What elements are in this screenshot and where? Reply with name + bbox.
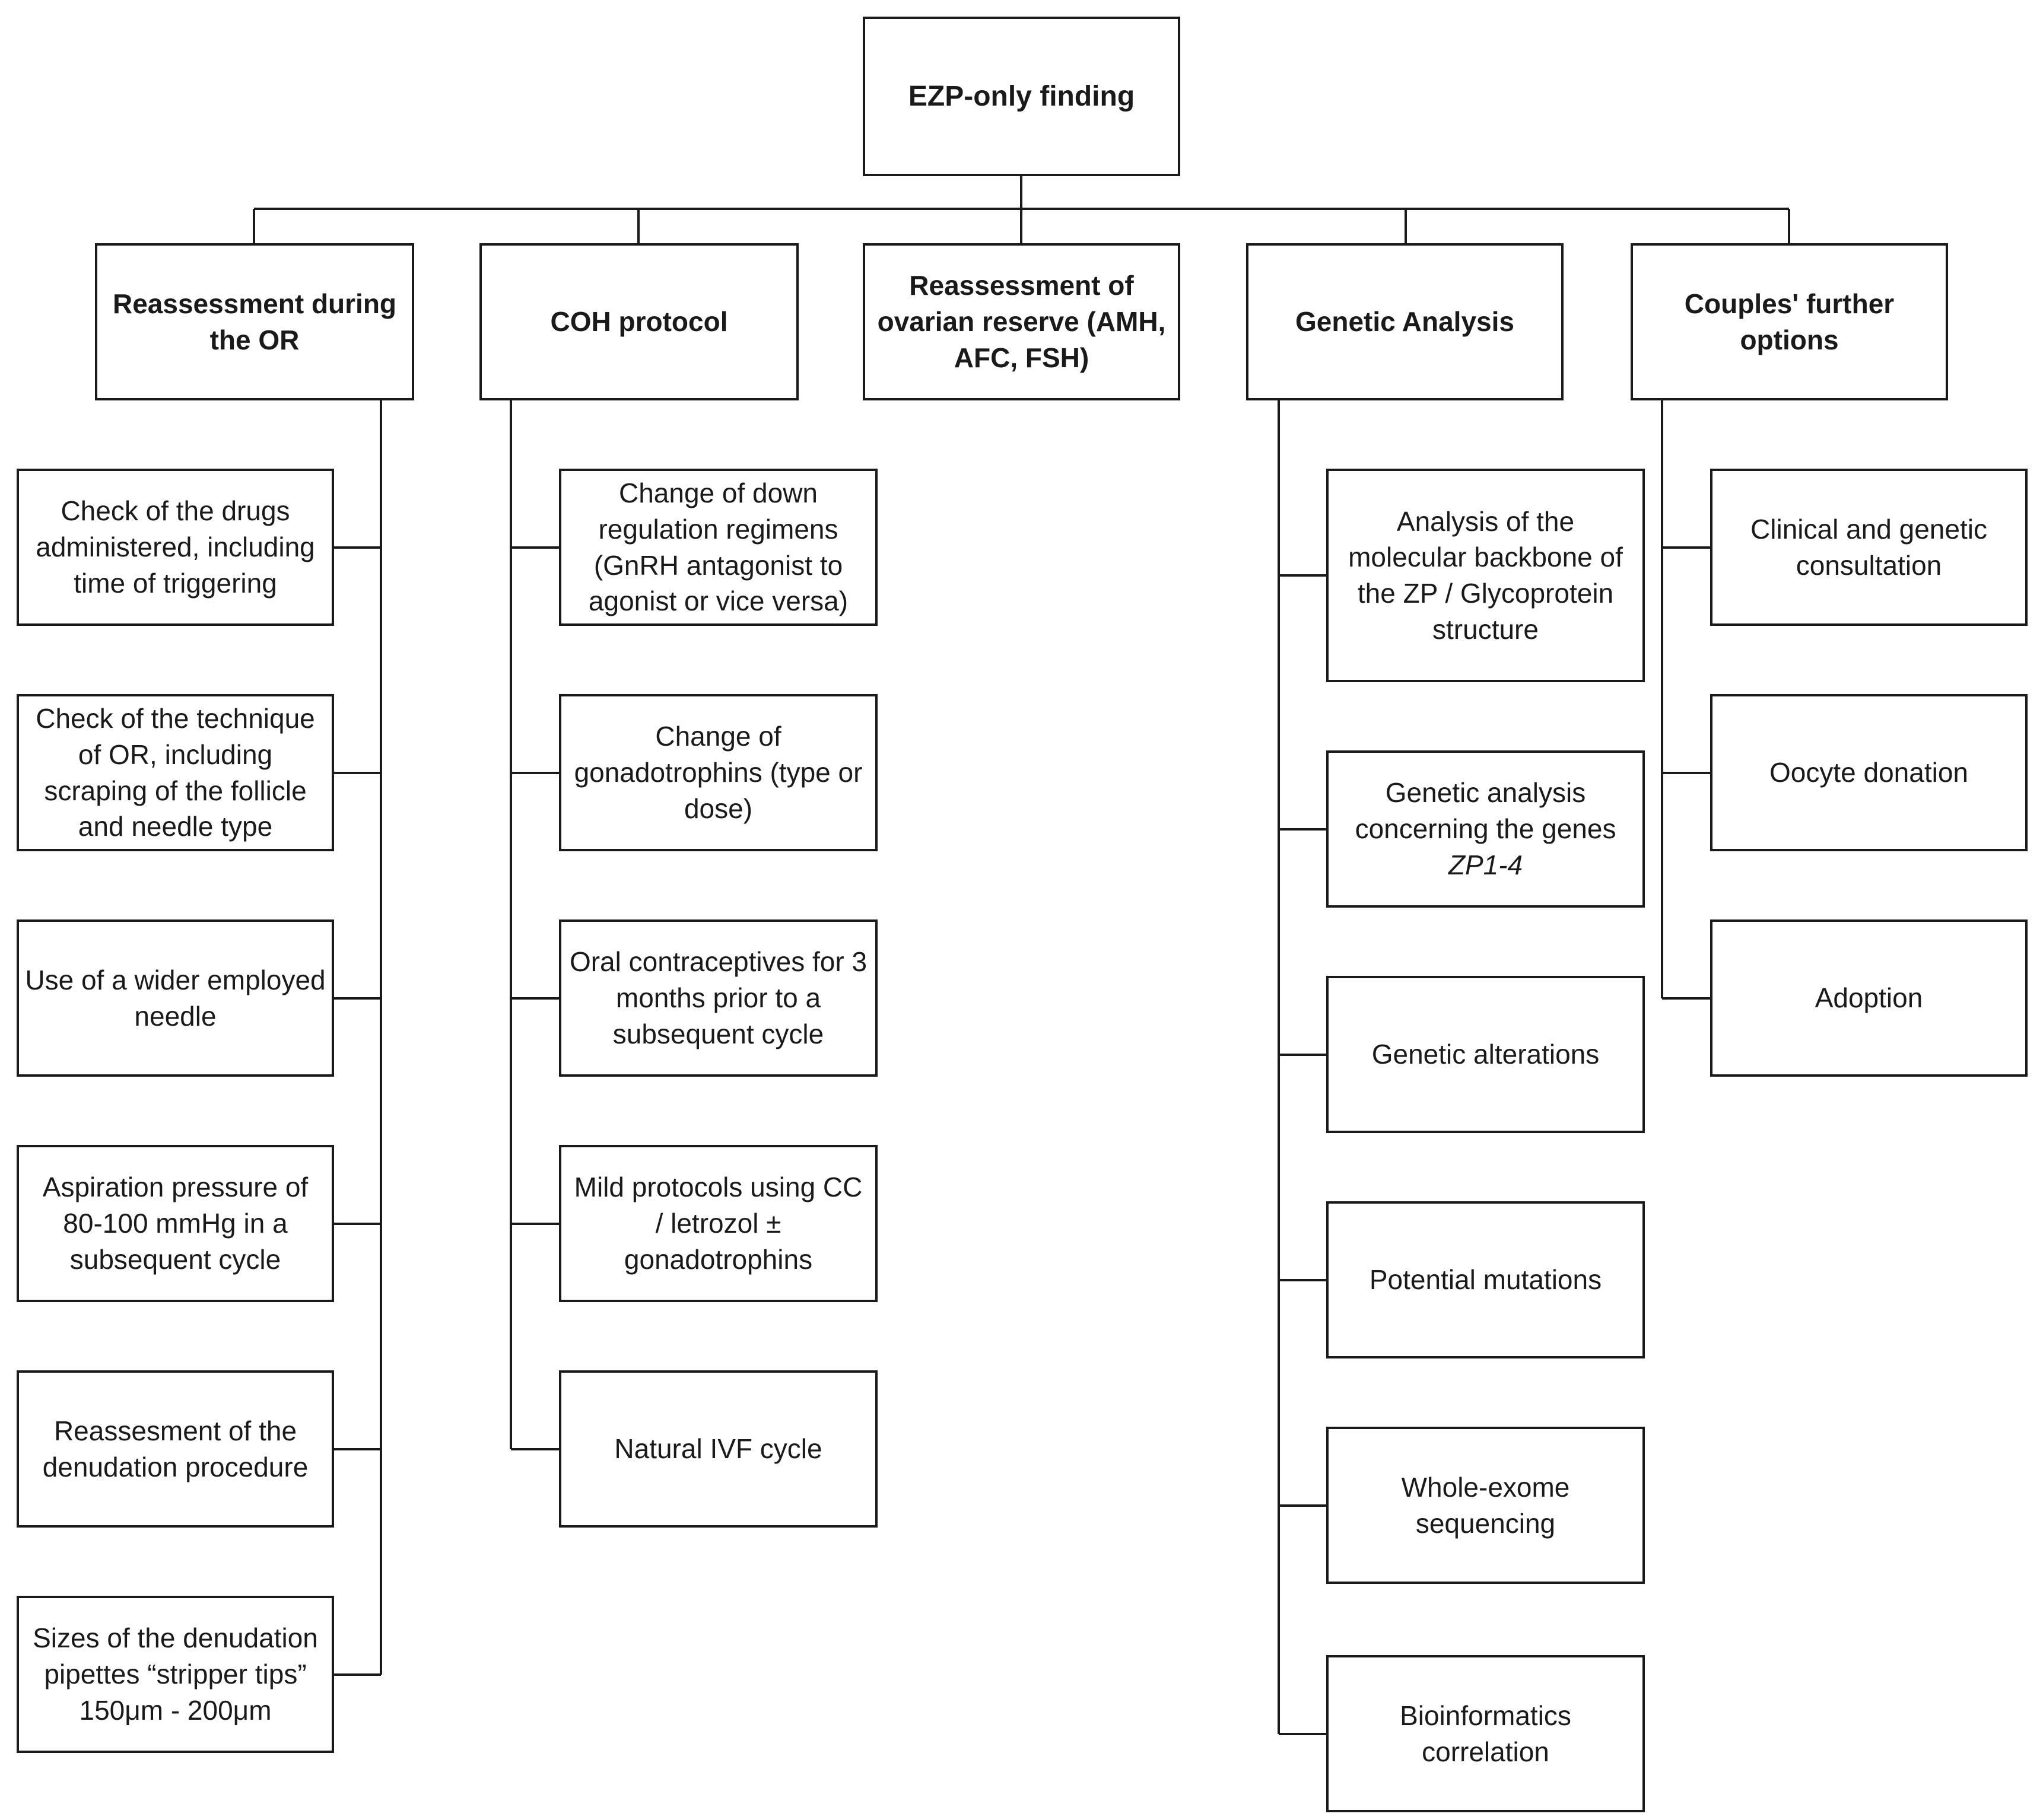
category-label: Reassessment of ovarian reserve (AMH, AF… bbox=[877, 270, 1166, 373]
genes-italic: ZP1-4 bbox=[1448, 849, 1523, 880]
item-label: Check of the drugs administered, includi… bbox=[36, 495, 315, 599]
genetic-item-zp-genes: Genetic analysis concerning the genes ZP… bbox=[1326, 750, 1645, 908]
genetic-item-exome: Whole-exome sequencing bbox=[1326, 1427, 1645, 1584]
item-label: Aspiration pressure of 80-100 mmHg in a … bbox=[42, 1172, 309, 1275]
or-item-pipette-sizes: Sizes of the denudation pipettes “stripp… bbox=[17, 1596, 334, 1753]
or-item-drugs: Check of the drugs administered, includi… bbox=[17, 469, 334, 626]
coh-item-down-regulation: Change of down regulation regimens (GnRH… bbox=[559, 469, 878, 626]
item-label: Clinical and genetic consultation bbox=[1750, 513, 1987, 581]
category-label: Reassessment during the OR bbox=[112, 288, 397, 355]
item-label: Bioinformatics correlation bbox=[1400, 1700, 1571, 1767]
category-coh-protocol: COH protocol bbox=[479, 243, 799, 400]
item-label: Sizes of the denudation pipettes “stripp… bbox=[33, 1622, 318, 1726]
item-label: Potential mutations bbox=[1369, 1264, 1602, 1296]
item-label: Reassesment of the denudation procedure bbox=[42, 1415, 309, 1482]
category-ovarian-reserve: Reassessment of ovarian reserve (AMH, AF… bbox=[863, 243, 1180, 400]
couples-item-adoption: Adoption bbox=[1710, 919, 2028, 1077]
category-genetic-analysis: Genetic Analysis bbox=[1246, 243, 1564, 400]
genetic-item-alterations: Genetic alterations bbox=[1326, 976, 1645, 1133]
root-node-label: EZP-only finding bbox=[908, 80, 1135, 112]
item-label: Natural IVF cycle bbox=[614, 1433, 822, 1465]
category-reassessment-or: Reassessment during the OR bbox=[95, 243, 414, 400]
item-label: Check of the technique of OR, including … bbox=[36, 703, 315, 842]
genes-text: Genetic analysis concerning the genes bbox=[1355, 777, 1616, 845]
or-item-aspiration-pressure: Aspiration pressure of 80-100 mmHg in a … bbox=[17, 1145, 334, 1302]
item-label: Oocyte donation bbox=[1769, 757, 1968, 788]
coh-item-natural-ivf: Natural IVF cycle bbox=[559, 1370, 878, 1528]
coh-item-mild-protocols: Mild protocols using CC / letrozol ± gon… bbox=[559, 1145, 878, 1302]
genetic-item-bioinformatics: Bioinformatics correlation bbox=[1326, 1655, 1645, 1812]
root-node: EZP-only finding bbox=[863, 17, 1180, 176]
item-label: Genetic analysis concerning the genes ZP… bbox=[1335, 775, 1637, 883]
or-item-wider-needle: Use of a wider employed needle bbox=[17, 919, 334, 1077]
or-item-technique: Check of the technique of OR, including … bbox=[17, 694, 334, 851]
item-label: Oral contraceptives for 3 months prior t… bbox=[569, 946, 868, 1049]
item-label: Genetic alterations bbox=[1371, 1039, 1600, 1070]
item-label: Mild protocols using CC / letrozol ± gon… bbox=[574, 1172, 863, 1275]
couples-item-consultation: Clinical and genetic consultation bbox=[1710, 469, 2028, 626]
category-couples-options: Couples' further options bbox=[1631, 243, 1948, 400]
item-label: Whole-exome sequencing bbox=[1401, 1471, 1570, 1539]
item-label: Adoption bbox=[1815, 982, 1923, 1014]
category-label: Couples' further options bbox=[1684, 288, 1895, 355]
coh-item-oral-contraceptives: Oral contraceptives for 3 months prior t… bbox=[559, 919, 878, 1077]
genetic-item-molecular-backbone: Analysis of the molecular backbone of th… bbox=[1326, 469, 1645, 682]
coh-item-gonadotrophins: Change of gonadotrophins (type or dose) bbox=[559, 694, 878, 851]
item-label: Change of down regulation regimens (GnRH… bbox=[588, 478, 849, 617]
couples-item-oocyte-donation: Oocyte donation bbox=[1710, 694, 2028, 851]
category-label: COH protocol bbox=[550, 306, 728, 338]
item-label: Change of gonadotrophins (type or dose) bbox=[574, 721, 863, 824]
or-item-denudation: Reassesment of the denudation procedure bbox=[17, 1370, 334, 1528]
genetic-item-mutations: Potential mutations bbox=[1326, 1201, 1645, 1358]
item-label: Analysis of the molecular backbone of th… bbox=[1348, 505, 1623, 645]
category-label: Genetic Analysis bbox=[1295, 306, 1514, 338]
item-label: Use of a wider employed needle bbox=[25, 964, 326, 1032]
